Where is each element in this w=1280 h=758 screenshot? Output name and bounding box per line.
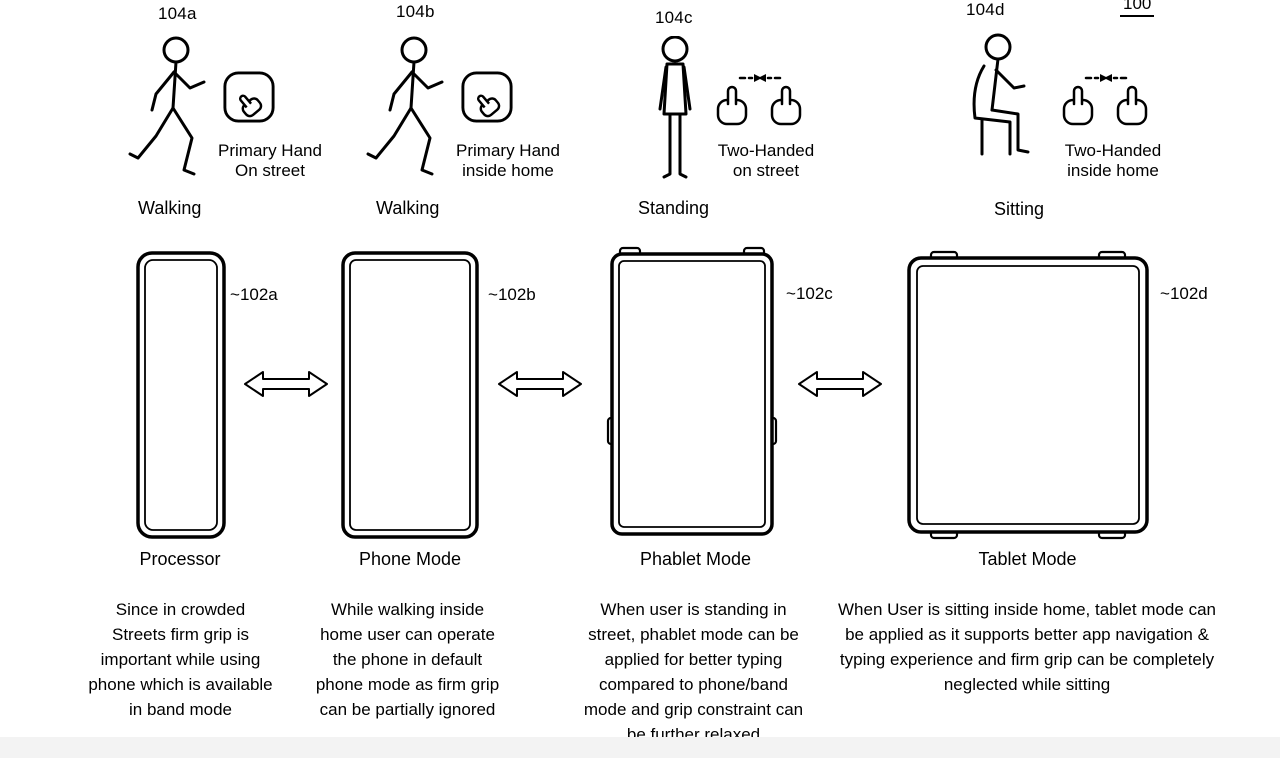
mode-label-phablet: Phablet Mode bbox=[613, 549, 778, 570]
primary-hand-icon bbox=[222, 70, 276, 124]
leader-tilde: ~ bbox=[1160, 284, 1170, 303]
transition-arrow-icon bbox=[497, 369, 583, 399]
device-phablet-mode bbox=[606, 246, 778, 542]
device-ref-102c: ~102c bbox=[786, 284, 833, 304]
hand-usage-line1: Primary Hand bbox=[205, 141, 335, 161]
device-tablet-mode bbox=[903, 250, 1153, 540]
page-edge-strip bbox=[0, 737, 1280, 758]
device-ref-102b: ~102b bbox=[488, 285, 536, 305]
leader-tilde: ~ bbox=[488, 285, 498, 304]
mode-description-tablet: When User is sitting inside home, tablet… bbox=[838, 597, 1216, 697]
hand-usage-line1: Two-Handed bbox=[1052, 141, 1174, 161]
mode-label-phone: Phone Mode bbox=[330, 549, 490, 570]
transition-arrow-icon bbox=[243, 369, 329, 399]
device-ref-102d: ~102d bbox=[1160, 284, 1208, 304]
hand-usage-label: Two-Handed on street bbox=[706, 141, 826, 181]
hand-usage-line2: inside home bbox=[443, 161, 573, 181]
device-ref-102a: ~102a bbox=[230, 285, 278, 305]
standing-person-icon bbox=[648, 36, 704, 194]
mode-description-phone: While walking inside home user can opera… bbox=[310, 597, 505, 722]
posture-label: Standing bbox=[638, 198, 709, 219]
mode-label-tablet: Tablet Mode bbox=[945, 549, 1110, 570]
hand-usage-line1: Primary Hand bbox=[443, 141, 573, 161]
primary-hand-icon bbox=[460, 70, 514, 124]
ref-label-104d: 104d bbox=[966, 0, 1005, 20]
ref-label-104c: 104c bbox=[655, 8, 693, 28]
sitting-person-icon bbox=[958, 32, 1040, 194]
hand-usage-label: Primary Hand inside home bbox=[443, 141, 573, 181]
leader-tilde: ~ bbox=[786, 284, 796, 303]
mode-description-band: Since in crowded Streets firm grip is im… bbox=[88, 597, 273, 722]
figure-number-label: 100 bbox=[1120, 0, 1154, 17]
hand-usage-label: Two-Handed inside home bbox=[1052, 141, 1174, 181]
device-phone-mode bbox=[340, 250, 480, 540]
device-band-mode bbox=[135, 250, 227, 540]
mode-description-phablet: When user is standing in street, phablet… bbox=[581, 597, 806, 747]
posture-label: Walking bbox=[376, 198, 439, 219]
posture-label: Sitting bbox=[994, 199, 1044, 220]
hand-usage-line2: on street bbox=[706, 161, 826, 181]
hand-usage-label: Primary Hand On street bbox=[205, 141, 335, 181]
hand-usage-line1: Two-Handed bbox=[706, 141, 826, 161]
hand-usage-line2: inside home bbox=[1052, 161, 1174, 181]
ref-label-104a: 104a bbox=[158, 4, 197, 24]
mode-label-processor: Processor bbox=[100, 549, 260, 570]
two-hands-icon bbox=[1056, 72, 1156, 134]
ref-label-104b: 104b bbox=[396, 2, 435, 22]
leader-tilde: ~ bbox=[230, 285, 240, 304]
two-hands-icon bbox=[710, 72, 810, 134]
transition-arrow-icon bbox=[797, 369, 883, 399]
hand-usage-line2: On street bbox=[205, 161, 335, 181]
posture-label: Walking bbox=[138, 198, 201, 219]
